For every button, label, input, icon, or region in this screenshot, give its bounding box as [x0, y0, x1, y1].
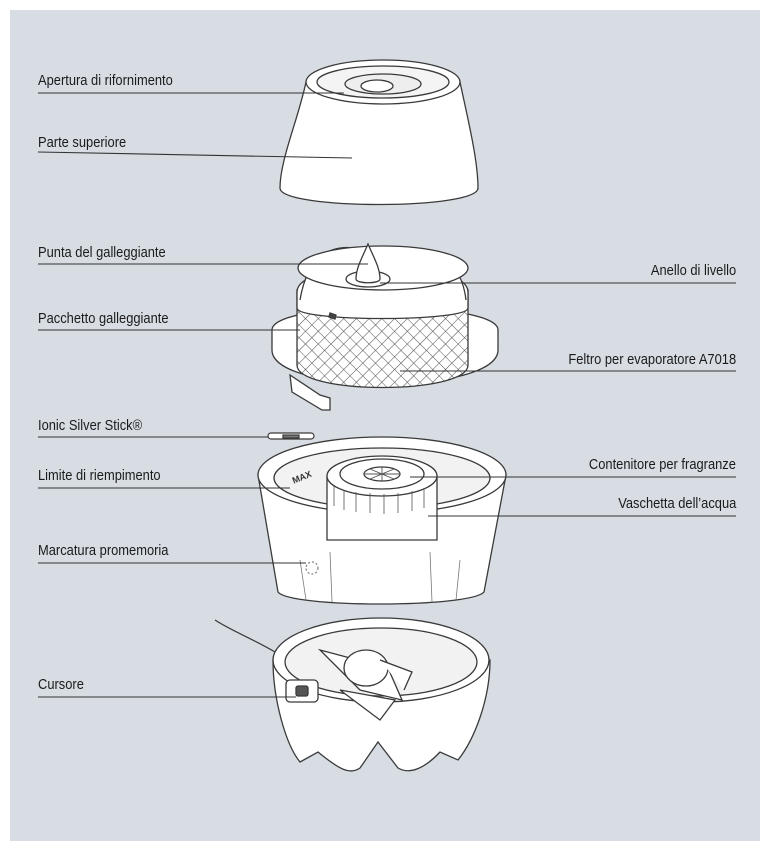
- diagram-panel: MAX Apertura di rifornimento Parte super…: [10, 10, 760, 841]
- label-anello: Anello di livello: [651, 262, 736, 280]
- label-cursore: Cursore: [38, 676, 84, 694]
- label-punta: Punta del galleggiante: [38, 244, 166, 262]
- label-ionic: Ionic Silver Stick®: [38, 417, 142, 435]
- label-pacchetto: Pacchetto galleggiante: [38, 310, 169, 328]
- ionic-silver-stick-part: [268, 433, 314, 439]
- top-cover-part: [280, 60, 478, 205]
- water-tank-part: [258, 437, 506, 604]
- label-marcatura: Marcatura promemoria: [38, 542, 168, 560]
- label-contenitore: Contenitore per fragranze: [589, 456, 736, 474]
- label-feltro: Feltro per evaporatore A7018: [568, 351, 736, 369]
- label-limite: Limite di riempimento: [38, 467, 161, 485]
- base-part: [215, 618, 490, 771]
- label-vaschetta: Vaschetta dell’acqua: [618, 495, 736, 513]
- label-apertura: Apertura di rifornimento: [38, 72, 173, 90]
- label-parte-superiore: Parte superiore: [38, 134, 126, 152]
- float-assembly: [272, 244, 498, 410]
